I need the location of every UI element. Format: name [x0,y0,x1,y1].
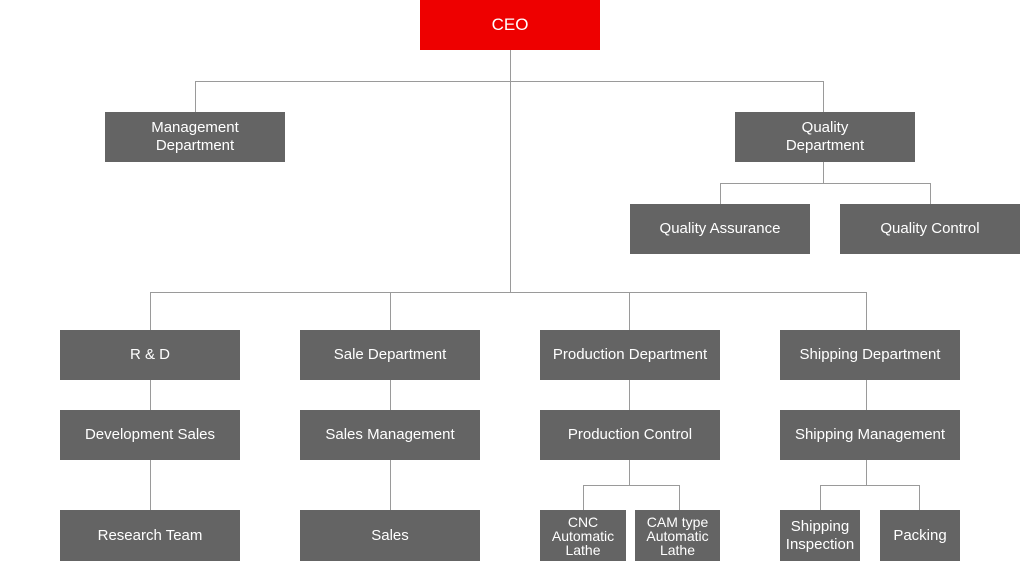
node-label: CAM type Automatic Lathe [646,513,709,558]
node-rnd: R & D [60,330,240,380]
node-label: Shipping Inspection [785,517,855,553]
node-label: Management Department [151,119,239,154]
node-label: Shipping Management [794,426,946,443]
node-research-team: Research Team [60,510,240,561]
node-label: Sales [371,526,409,544]
node-label: Packing [893,526,947,544]
connector-group [150,50,931,510]
connector-production-branch [583,485,680,510]
node-cam-type-automatic-lathe: CAM type Automatic Lathe [635,510,720,561]
node-label: Sale Department [333,346,447,363]
node-label: Quality Control [880,220,980,237]
node-production-department: Production Department [540,330,720,380]
node-sales: Sales [300,510,480,561]
node-shipping-management: Shipping Management [780,410,960,460]
node-quality-control: Quality Control [840,204,1020,254]
node-label: CEO [491,15,529,34]
node-packing: Packing [880,510,960,561]
node-cnc-automatic-lathe: CNC Automatic Lathe [540,510,626,561]
node-label: Quality Assurance [659,220,781,237]
connector-quality-branch [720,183,931,204]
node-label: Shipping Department [799,346,941,363]
node-label: Quality Department [785,119,865,154]
node-label: Sales Management [325,426,455,443]
connector-top-branch [195,81,824,112]
node-label: Production Department [552,346,708,363]
node-production-control: Production Control [540,410,720,460]
node-label: Production Control [567,426,693,443]
connector-lower-branch [150,292,867,330]
node-ceo: CEO [420,0,600,50]
node-quality-assurance: Quality Assurance [630,204,810,254]
node-label: Development Sales [84,426,216,443]
node-shipping-inspection: Shipping Inspection [780,510,860,561]
node-label: R & D [129,346,170,363]
node-sale-department: Sale Department [300,330,480,380]
node-sales-management: Sales Management [300,410,480,460]
connector-shipping-branch [820,485,920,510]
node-label: CNC Automatic Lathe [551,513,615,558]
node-label: Research Team [97,526,203,544]
node-management-department: Management Department [105,112,285,162]
node-development-sales: Development Sales [60,410,240,460]
node-quality-department: Quality Department [735,112,915,162]
node-shipping-department: Shipping Department [780,330,960,380]
